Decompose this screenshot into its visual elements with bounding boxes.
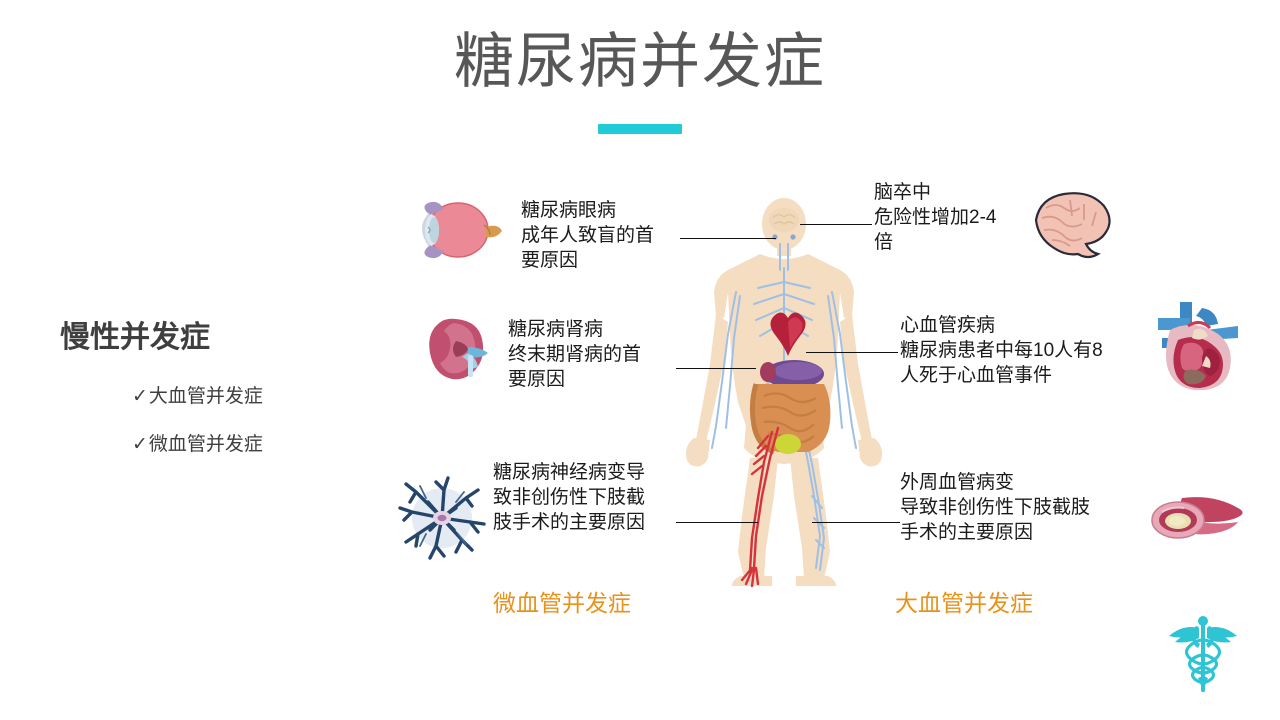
callout-line: 糖尿病神经病变导 xyxy=(493,462,646,483)
check-icon: ✓ xyxy=(132,434,148,455)
blood-vessel-icon xyxy=(1151,497,1243,539)
callout-line: 导致非创伤性下肢截肢 xyxy=(900,497,1091,518)
human-body-anatomy-diagram xyxy=(686,198,882,588)
check-icon: ✓ xyxy=(132,386,148,407)
callout-line: 糖尿病肾病 xyxy=(508,319,604,340)
callout-line: 致非创伤性下肢截 xyxy=(493,487,646,508)
leader-line-peripheral-vascular xyxy=(812,522,900,523)
callout-line: 外周血管病变 xyxy=(900,472,1015,493)
leader-line-cardiovascular xyxy=(806,352,898,353)
leader-line-kidney xyxy=(676,368,756,369)
callout-line: 人死于心血管事件 xyxy=(900,365,1053,386)
category-label-microvascular: 微血管并发症 xyxy=(493,590,631,616)
neuron-icon xyxy=(398,476,486,560)
sidebar-item-label: 微血管并发症 xyxy=(148,434,263,455)
caduceus-icon xyxy=(1169,616,1237,692)
heart-icon xyxy=(1158,302,1238,390)
callout-diabetic-neuropathy: 糖尿病神经病变导 致非创伤性下肢截 肢手术的主要原因 xyxy=(493,460,645,535)
leader-line-eye xyxy=(680,238,776,239)
category-label-macrovascular: 大血管并发症 xyxy=(895,590,1033,616)
callout-line: 手术的主要原因 xyxy=(900,522,1034,543)
sidebar-heading: 慢性并发症 xyxy=(60,321,210,354)
callout-line: 危险性增加2-4 xyxy=(874,207,997,228)
title-underline-rule xyxy=(598,124,682,134)
leader-line-stroke xyxy=(800,224,872,225)
sidebar-item-macrovascular: ✓大血管并发症 xyxy=(132,385,263,409)
callout-cardiovascular-disease: 心血管疾病 糖尿病患者中每10人有8 人死于心血管事件 xyxy=(900,313,1103,388)
callout-stroke: 脑卒中 危险性增加2-4 倍 xyxy=(874,180,996,255)
page-title: 糖尿病并发症 xyxy=(454,28,826,95)
kidney-icon xyxy=(429,318,488,380)
callout-diabetic-eye-disease: 糖尿病眼病 成年人致盲的首 要原因 xyxy=(521,198,654,273)
callout-line: 糖尿病眼病 xyxy=(521,200,617,221)
callout-line: 肢手术的主要原因 xyxy=(493,512,646,533)
sidebar-item-label: 大血管并发症 xyxy=(148,386,263,407)
sidebar-item-microvascular: ✓微血管并发症 xyxy=(132,433,263,457)
callout-diabetic-nephropathy: 糖尿病肾病 终末期肾病的首 要原因 xyxy=(508,317,641,392)
brain-icon xyxy=(1034,192,1111,259)
callout-line: 要原因 xyxy=(508,369,566,390)
callout-peripheral-vascular-disease: 外周血管病变 导致非创伤性下肢截肢 手术的主要原因 xyxy=(900,470,1090,545)
callout-line: 糖尿病患者中每10人有8 xyxy=(900,340,1103,361)
callout-line: 要原因 xyxy=(521,250,579,271)
callout-line: 心血管疾病 xyxy=(900,315,996,336)
callout-line: 倍 xyxy=(874,232,894,253)
callout-line: 成年人致盲的首 xyxy=(521,225,655,246)
eye-icon xyxy=(422,201,502,259)
leader-line-neuropathy xyxy=(676,522,758,523)
callout-line: 脑卒中 xyxy=(874,182,932,203)
callout-line: 终末期肾病的首 xyxy=(508,344,642,365)
